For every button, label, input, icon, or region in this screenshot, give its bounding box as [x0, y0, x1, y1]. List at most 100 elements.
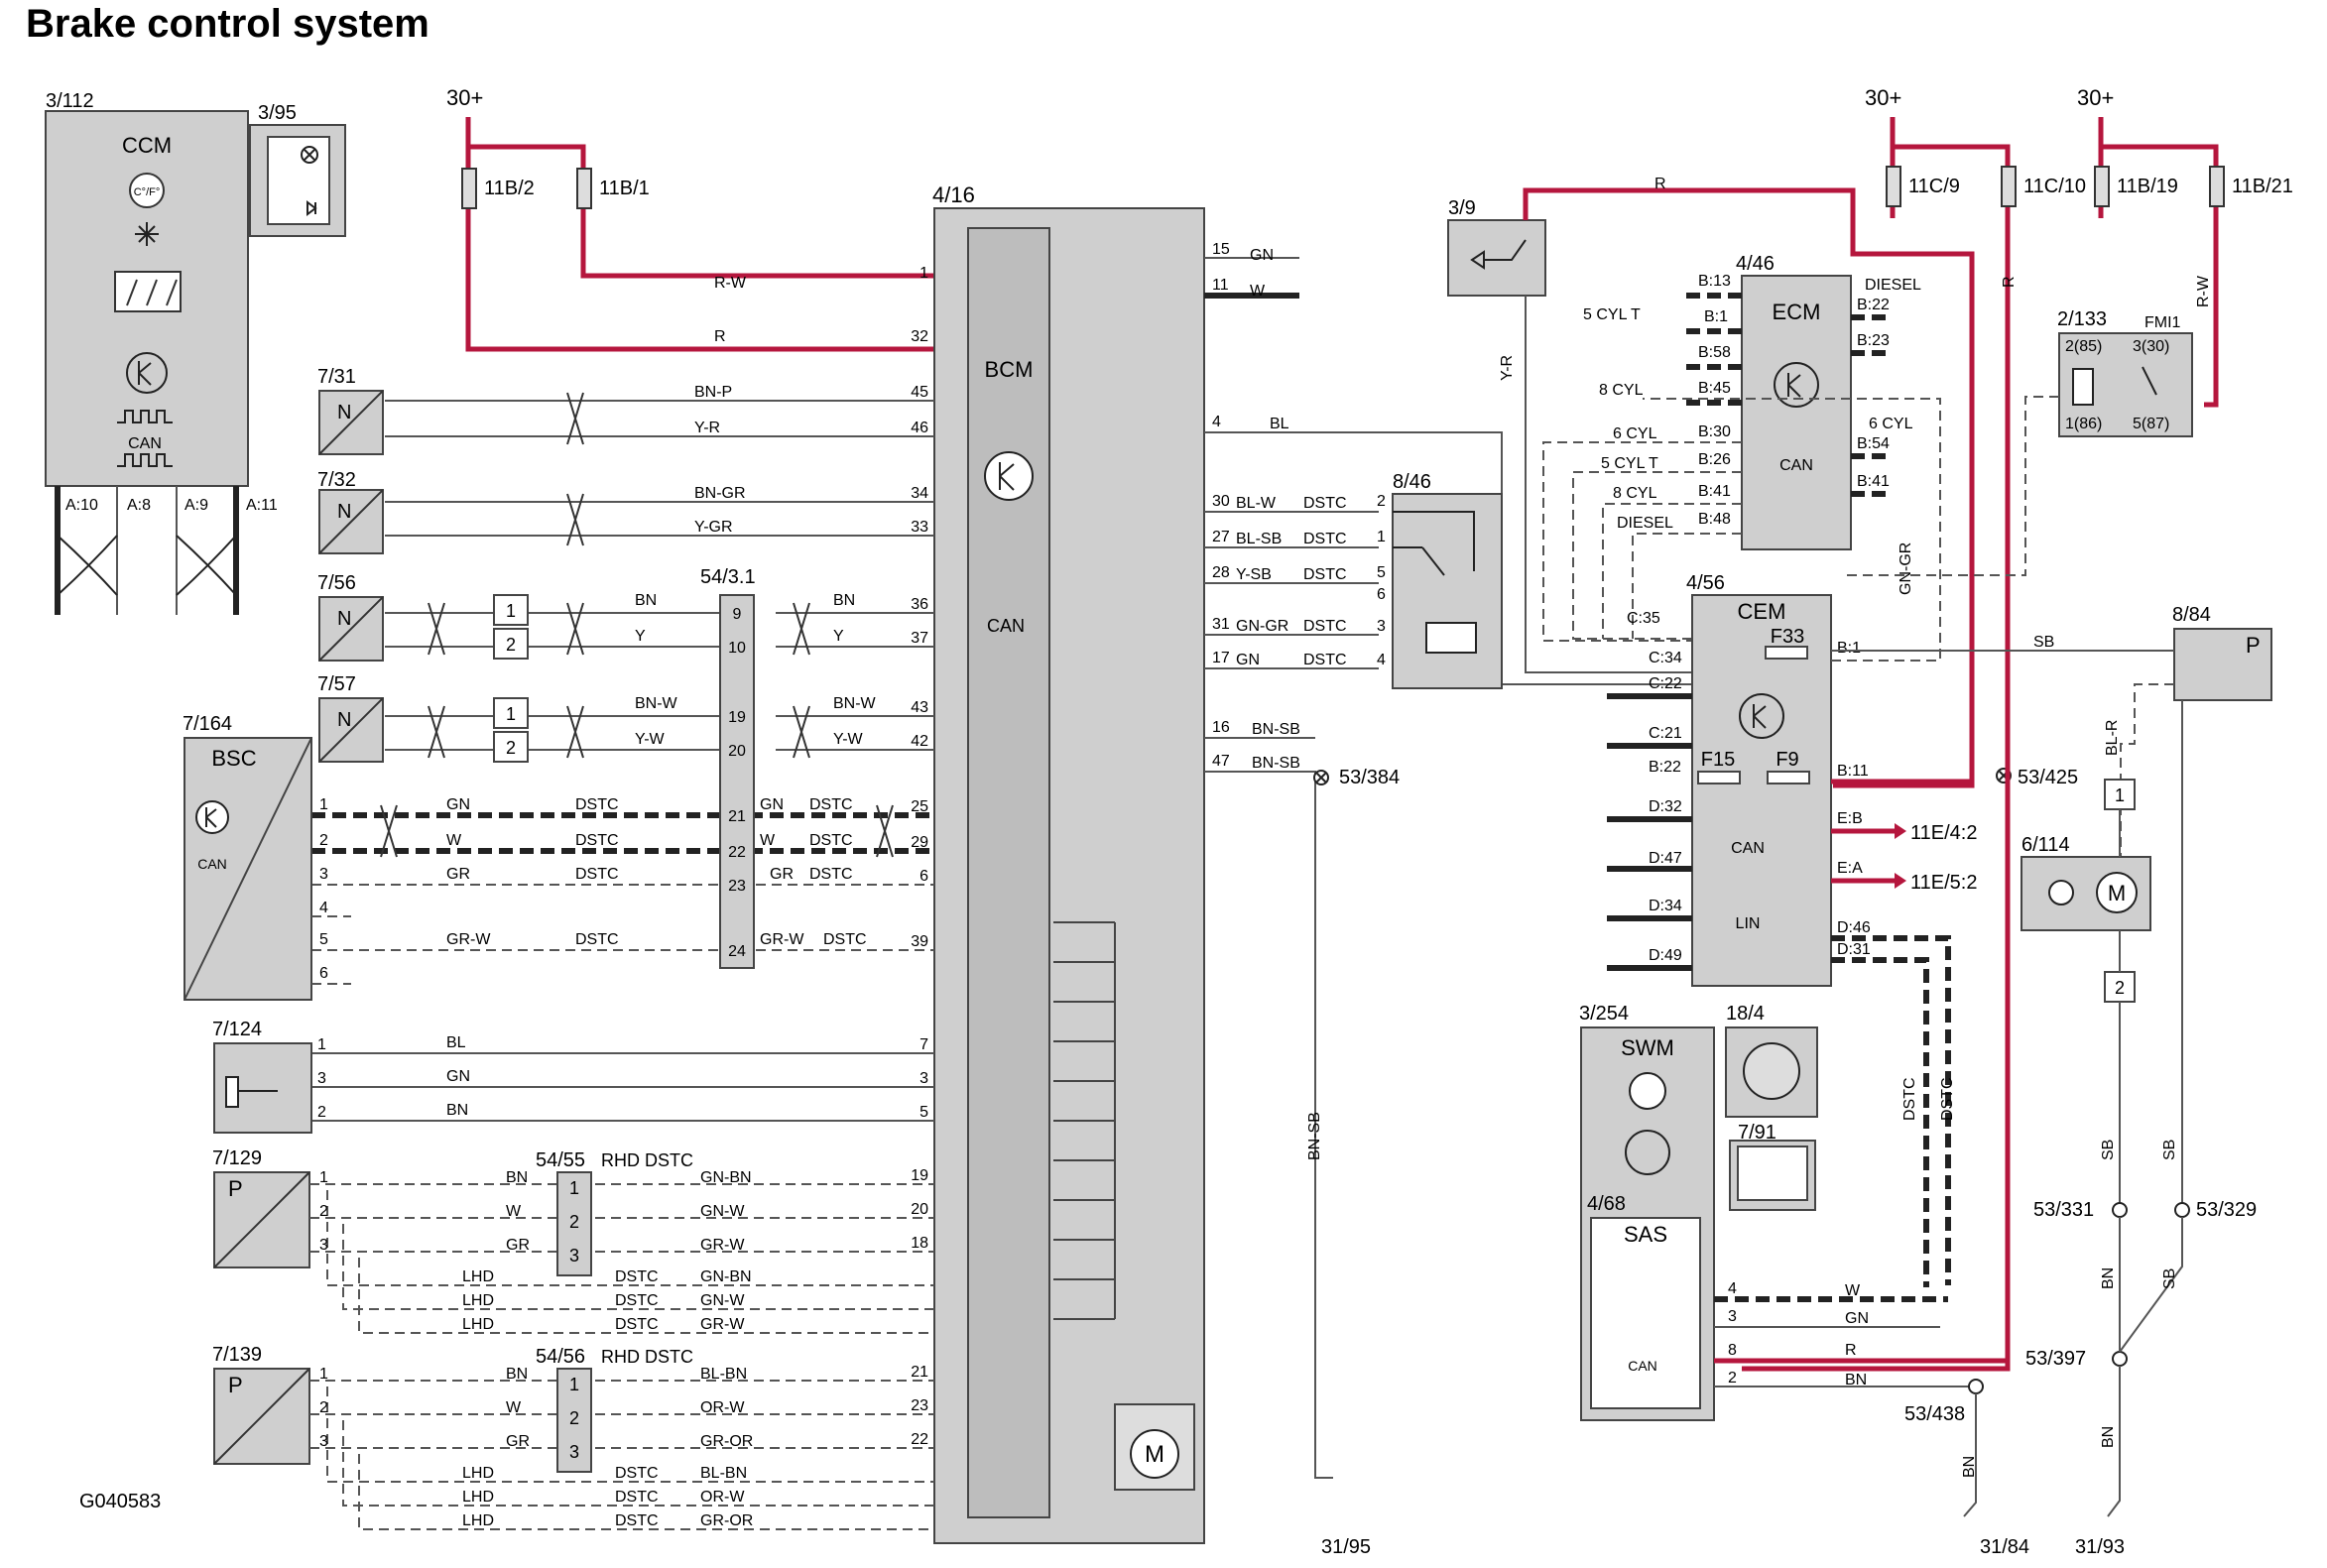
svg-text:23: 23 — [911, 1397, 928, 1414]
svg-text:10: 10 — [728, 640, 746, 657]
svg-text:DSTC: DSTC — [823, 931, 867, 948]
sensor-756-ref: 7/56 — [317, 572, 356, 594]
svg-text:22: 22 — [728, 844, 746, 861]
svg-text:Y-R: Y-R — [694, 420, 720, 436]
svg-text:5: 5 — [1377, 564, 1386, 581]
svg-text:2: 2 — [319, 832, 328, 849]
svg-text:DIESEL: DIESEL — [1865, 277, 1921, 294]
svg-text:BN: BN — [1845, 1372, 1867, 1388]
svg-text:DSTC: DSTC — [575, 832, 619, 849]
svg-text:11E/5:2: 11E/5:2 — [1910, 872, 1977, 894]
ccm-ref: 3/112 — [46, 90, 94, 112]
svg-text:3(30): 3(30) — [2133, 338, 2169, 355]
fuse-11b1-label: 11B/1 — [599, 178, 650, 199]
svg-text:28: 28 — [1212, 564, 1230, 581]
svg-text:GR-OR: GR-OR — [700, 1433, 753, 1450]
svg-text:DSTC: DSTC — [809, 832, 853, 849]
ground-point-3184: 31/84 — [1980, 1536, 2029, 1558]
svg-text:4: 4 — [1728, 1280, 1737, 1297]
svg-text:D:49: D:49 — [1649, 947, 1682, 964]
sensor-757: 7/57 N — [317, 673, 384, 763]
pump-6114-ref: 6/114 — [2021, 834, 2070, 856]
svg-text:GN: GN — [1845, 1310, 1869, 1327]
svg-text:Y-SB: Y-SB — [1236, 566, 1272, 583]
svg-text:GR-W: GR-W — [700, 1316, 745, 1333]
svg-text:DSTC: DSTC — [615, 1268, 659, 1285]
sas-wires — [1714, 1296, 2008, 1387]
svg-text:BN-W: BN-W — [833, 695, 877, 712]
sas-module — [1590, 1217, 1701, 1409]
ccm-pin-a9: A:9 — [184, 497, 208, 514]
svg-text:LHD: LHD — [462, 1512, 494, 1529]
svg-text:21: 21 — [911, 1364, 928, 1381]
cem-module — [1691, 594, 1832, 987]
connector-5455: 54/55 RHD DSTC 123 — [536, 1149, 693, 1276]
ccm-pin-a8: A:8 — [127, 497, 151, 514]
svg-text:DSTC: DSTC — [1939, 1077, 1956, 1121]
svg-text:BN-GR: BN-GR — [694, 485, 746, 502]
svg-text:BN-SB: BN-SB — [1252, 755, 1300, 772]
svg-text:C:22: C:22 — [1649, 675, 1682, 692]
svg-text:DIESEL: DIESEL — [1617, 515, 1673, 532]
svg-text:GR: GR — [446, 866, 470, 883]
sensor-757-letter: N — [337, 709, 351, 731]
sensor-7139: 7/139 P — [212, 1344, 310, 1465]
bcm-inner — [967, 227, 1050, 1518]
svg-text:SB: SB — [2161, 1140, 2178, 1160]
svg-text:DSTC: DSTC — [615, 1465, 659, 1482]
svg-text:17: 17 — [1212, 650, 1230, 666]
svg-text:1: 1 — [1377, 529, 1386, 545]
bcm-name: BCM — [985, 357, 1034, 382]
svg-text:5: 5 — [919, 1104, 928, 1121]
svg-text:3: 3 — [319, 1433, 328, 1450]
svg-text:1: 1 — [569, 1178, 579, 1198]
svg-text:GN-W: GN-W — [700, 1203, 745, 1220]
svg-text:B:45: B:45 — [1698, 380, 1731, 397]
svg-text:19: 19 — [728, 709, 746, 726]
svg-text:D:32: D:32 — [1649, 798, 1682, 815]
svg-text:23: 23 — [728, 878, 746, 895]
thermometer-icon: C°/F° — [129, 173, 165, 208]
svg-text:BN-P: BN-P — [694, 384, 732, 401]
svg-text:R-W: R-W — [714, 275, 747, 292]
svg-text:43: 43 — [911, 699, 928, 716]
switch-846-contacts — [1393, 511, 1477, 654]
svg-text:B:58: B:58 — [1698, 344, 1731, 361]
heater-icon — [114, 271, 182, 312]
sensor-732-letter: N — [337, 501, 351, 523]
svg-text:GN: GN — [760, 796, 784, 813]
svg-text:11: 11 — [1212, 277, 1229, 294]
svg-text:1: 1 — [506, 601, 516, 621]
cem-pin-labels: C:35 C:34 C:22 C:21 B:22 D:32 D:47 D:34 … — [1627, 610, 1871, 964]
ecm-name: ECM — [1773, 300, 1821, 324]
switch-39-ref: 3/9 — [1448, 197, 1476, 219]
cem-wires — [1607, 398, 1972, 1287]
svg-text:BL-R: BL-R — [2104, 720, 2121, 756]
svg-text:3: 3 — [319, 866, 328, 883]
svg-text:B:22: B:22 — [1649, 759, 1681, 776]
ecm-transistor-icon — [1774, 362, 1819, 408]
svg-text:GN: GN — [1236, 652, 1260, 668]
svg-text:LHD: LHD — [462, 1292, 494, 1309]
diagram-title: Brake control system — [26, 2, 429, 46]
svg-text:BL-BN: BL-BN — [700, 1465, 747, 1482]
svg-text:3: 3 — [569, 1246, 579, 1266]
svg-text:DSTC: DSTC — [575, 866, 619, 883]
svg-text:DSTC: DSTC — [615, 1316, 659, 1333]
cem-can: CAN — [1731, 840, 1765, 857]
svg-text:11C/10: 11C/10 — [2023, 176, 2086, 197]
svg-text:BN: BN — [635, 592, 657, 609]
svg-text:29: 29 — [911, 834, 928, 851]
svg-text:1(86): 1(86) — [2065, 416, 2102, 432]
fuse-11b1: 11B/1 — [576, 168, 650, 209]
bcm-right-wires — [1204, 257, 1710, 1479]
svg-text:B:54: B:54 — [1857, 435, 1890, 452]
svg-text:DSTC: DSTC — [615, 1512, 659, 1529]
svg-text:2: 2 — [2115, 978, 2125, 998]
sensor-732: 7/32 N — [317, 469, 384, 554]
svg-text:W: W — [446, 832, 462, 849]
svg-text:45: 45 — [911, 384, 928, 401]
svg-text:1: 1 — [919, 265, 928, 282]
cem-ref: 4/56 — [1686, 572, 1725, 594]
connector-5456-ref: 54/56 — [536, 1346, 585, 1368]
